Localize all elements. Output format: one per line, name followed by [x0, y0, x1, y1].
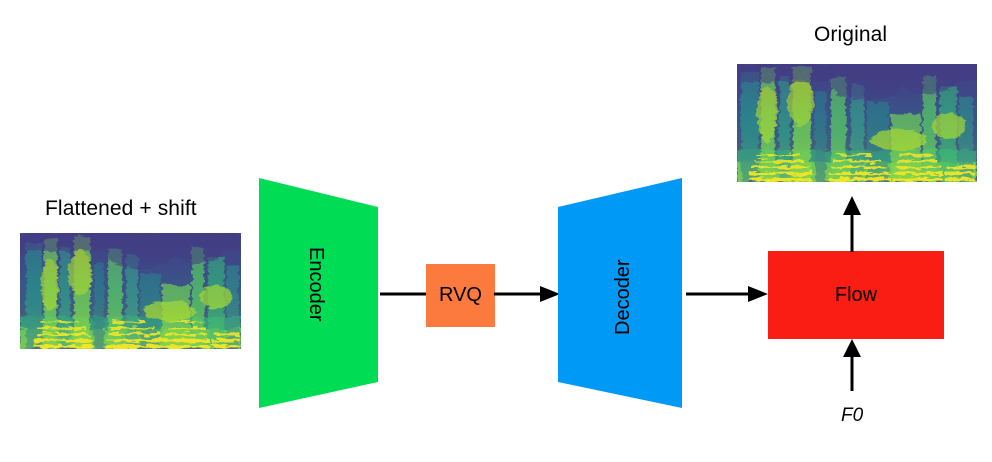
flattened-shift-caption: Flattened + shift	[45, 197, 197, 220]
rvq-to-decoder-arrow	[494, 284, 560, 304]
decoder-to-flow-arrow	[686, 284, 768, 304]
flattened-shift-spectrogram	[20, 233, 241, 349]
encoder-to-rvq-connector	[380, 286, 430, 302]
f0-label: F0	[841, 405, 864, 426]
original-caption: Original	[814, 23, 888, 46]
rvq-block[interactable]: RVQ	[426, 264, 495, 327]
f0-to-flow-arrow	[840, 339, 864, 391]
original-spectrogram	[737, 64, 977, 182]
flow-to-original-arrow	[840, 196, 864, 252]
decoder-shape	[558, 178, 682, 408]
flow-block[interactable]: Flow	[768, 251, 944, 339]
decoder-label: Decoder	[612, 259, 634, 335]
flow-label: Flow	[834, 283, 878, 306]
encoder-block[interactable]	[258, 176, 380, 410]
encoder-shape	[259, 178, 378, 408]
encoder-label: Encoder	[305, 247, 327, 322]
rvq-label: RVQ	[439, 284, 482, 306]
decoder-block[interactable]	[556, 176, 683, 410]
